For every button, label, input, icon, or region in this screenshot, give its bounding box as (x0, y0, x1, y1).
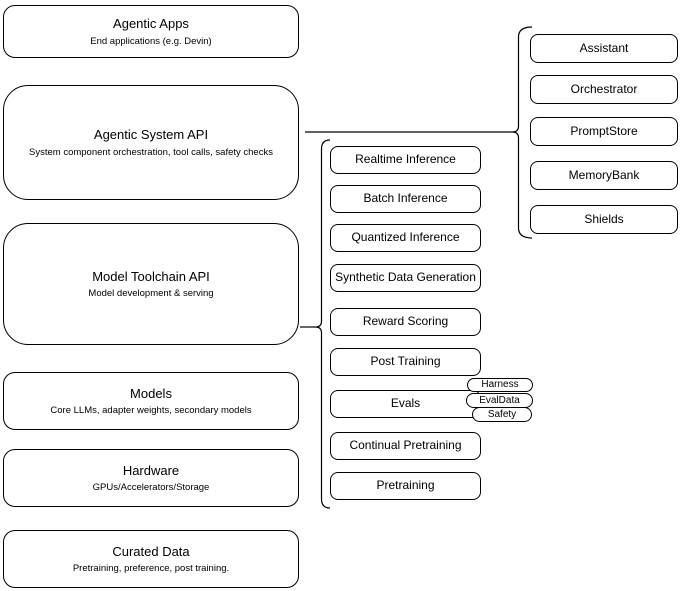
node-subtitle: Core LLMs, adapter weights, secondary mo… (50, 405, 252, 417)
brace-toolchain (315, 139, 331, 509)
node-label: Batch Inference (363, 191, 448, 206)
node-title: Models (130, 385, 172, 401)
node-subtitle: Pretraining, preference, post training. (72, 563, 230, 575)
tag-safety: Safety (472, 407, 532, 422)
node-subtitle: End applications (e.g. Devin) (90, 35, 212, 47)
node-agentic-system-api: Agentic System API System component orch… (3, 85, 299, 200)
node-title: Model Toolchain API (92, 268, 210, 284)
node-continual-pretraining: Continual Pretraining (330, 432, 481, 460)
node-reward-scoring: Reward Scoring (330, 308, 481, 336)
node-pretraining: Pretraining (330, 472, 481, 500)
node-label: Post Training (370, 354, 441, 369)
node-agentic-apps: Agentic Apps End applications (e.g. Devi… (3, 5, 299, 58)
tag-label: EvalData (479, 394, 520, 406)
node-realtime-inference: Realtime Inference (330, 146, 481, 174)
node-models: Models Core LLMs, adapter weights, secon… (3, 372, 299, 430)
node-title: Curated Data (112, 543, 190, 559)
node-label: Continual Pretraining (349, 438, 462, 453)
node-shields: Shields (530, 205, 678, 234)
node-post-training: Post Training (330, 348, 481, 376)
node-label: Shields (584, 211, 624, 226)
tag-label: Harness (481, 379, 519, 390)
node-label: Reward Scoring (362, 314, 449, 329)
tag-evaldata: EvalData (466, 393, 533, 408)
node-label: Orchestrator (570, 81, 638, 96)
node-hardware: Hardware GPUs/Accelerators/Storage (3, 449, 299, 507)
node-assistant: Assistant (530, 34, 678, 63)
node-label: Synthetic Data Generation (335, 270, 476, 285)
tag-label: Safety (487, 408, 517, 420)
node-label: Assistant (579, 40, 629, 55)
node-label: MemoryBank (568, 167, 640, 182)
node-subtitle: System component orchestration, tool cal… (29, 146, 273, 158)
node-label: Pretraining (376, 478, 435, 493)
node-model-toolchain-api: Model Toolchain API Model development & … (3, 223, 299, 345)
node-title: Hardware (122, 462, 180, 478)
node-batch-inference: Batch Inference (330, 185, 481, 213)
tag-harness: Harness (467, 378, 533, 392)
node-orchestrator: Orchestrator (530, 75, 678, 104)
node-subtitle: GPUs/Accelerators/Storage (92, 482, 210, 494)
node-evals: Evals (330, 390, 481, 418)
node-label: Realtime Inference (355, 152, 456, 167)
node-memorybank: MemoryBank (530, 161, 678, 190)
node-curated-data: Curated Data Pretraining, preference, po… (3, 530, 299, 588)
node-title: Agentic System API (93, 127, 209, 142)
node-label: Evals (390, 396, 421, 411)
node-promptstore: PromptStore (530, 117, 678, 146)
node-title: Agentic Apps (113, 16, 189, 31)
node-label: PromptStore (570, 123, 638, 138)
node-subtitle: Model development & serving (88, 288, 214, 300)
node-synthetic-data-generation: Synthetic Data Generation (330, 264, 481, 292)
brace-components (512, 26, 533, 239)
node-quantized-inference: Quantized Inference (330, 224, 481, 252)
node-label: Quantized Inference (351, 230, 460, 245)
